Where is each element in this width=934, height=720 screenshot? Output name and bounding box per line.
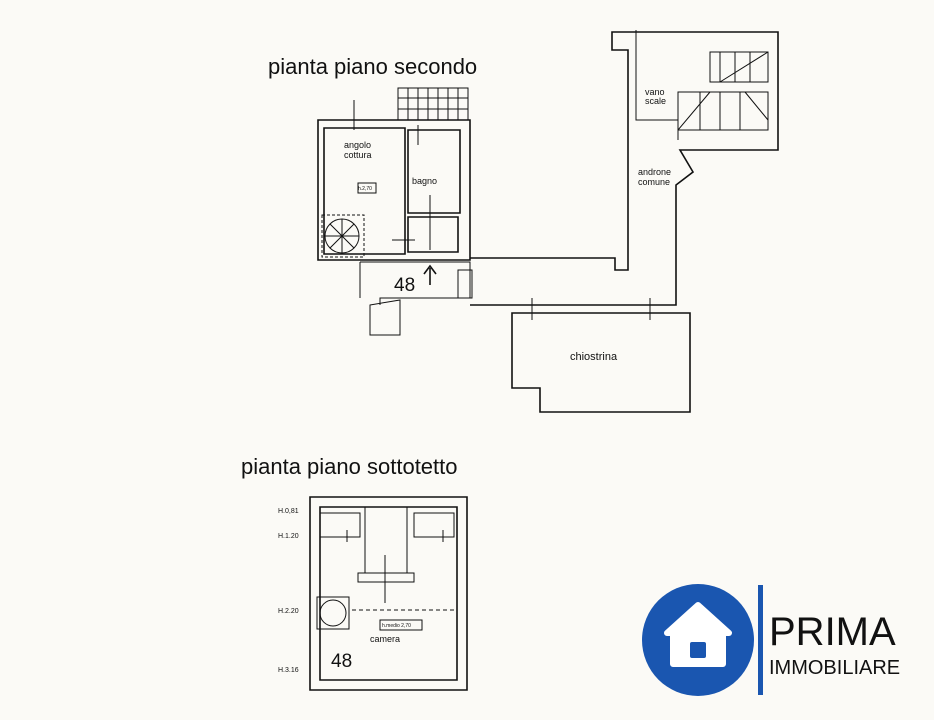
room-label-kitchen-2: cottura	[344, 150, 372, 160]
second-floor-title: pianta piano secondo	[268, 54, 477, 79]
attic-height-tag: h.medio 2,70	[382, 623, 411, 629]
logo-divider	[758, 585, 763, 695]
apartment-48-walls	[317, 100, 473, 336]
balcony-grid	[397, 87, 469, 121]
height-mark-3: H.2.20	[278, 608, 299, 615]
house-icon	[664, 602, 732, 667]
room-label-hall: androne	[638, 167, 671, 177]
room-label-bathroom: bagno	[412, 176, 437, 186]
height-mark-2: H.1.20	[278, 533, 299, 540]
company-logo: PRIMA IMMOBILIARE	[642, 584, 900, 696]
room-label-stairwell: vano	[645, 87, 665, 97]
common-areas-walls	[470, 30, 779, 413]
room-label-stairwell-2: scale	[645, 96, 666, 106]
attic-walls	[309, 496, 468, 691]
room-label-hall-2: comune	[638, 177, 670, 187]
height-mark-1: H.0,81	[278, 508, 299, 515]
attic-floor-title: pianta piano sottotetto	[241, 454, 458, 479]
logo-name: PRIMA	[769, 610, 896, 654]
attic-unit-number: 48	[331, 651, 352, 672]
unit-number: 48	[394, 275, 415, 296]
logo-subtitle: IMMOBILIARE	[769, 657, 900, 679]
height-mark-4: H.3.16	[278, 667, 299, 674]
room-label-courtyard: chiostrina	[570, 351, 618, 363]
room-label-bedroom: camera	[370, 634, 400, 644]
height-tag: h.2,70	[358, 186, 372, 192]
room-label-kitchen: angolo	[344, 140, 371, 150]
